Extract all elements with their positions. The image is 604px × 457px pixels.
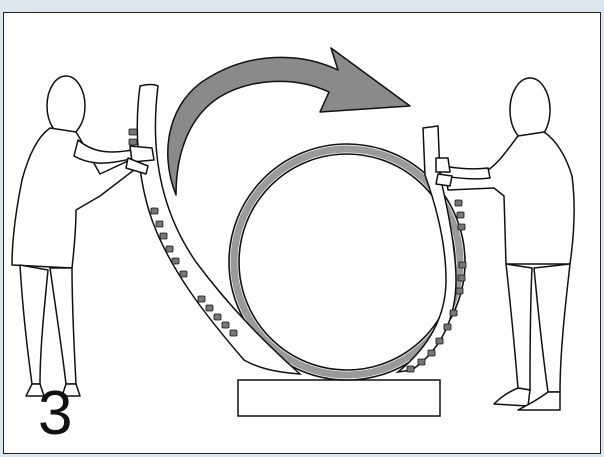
base-block: [237, 379, 441, 417]
person-left-feet: [25, 383, 81, 397]
belt-strip-right: [395, 125, 467, 374]
drum-roll: [228, 143, 466, 381]
rotation-arrow-icon: [167, 47, 411, 196]
person-left-figure: [11, 75, 155, 385]
person-right-figure: [435, 77, 575, 411]
step-number: 3: [38, 379, 73, 448]
